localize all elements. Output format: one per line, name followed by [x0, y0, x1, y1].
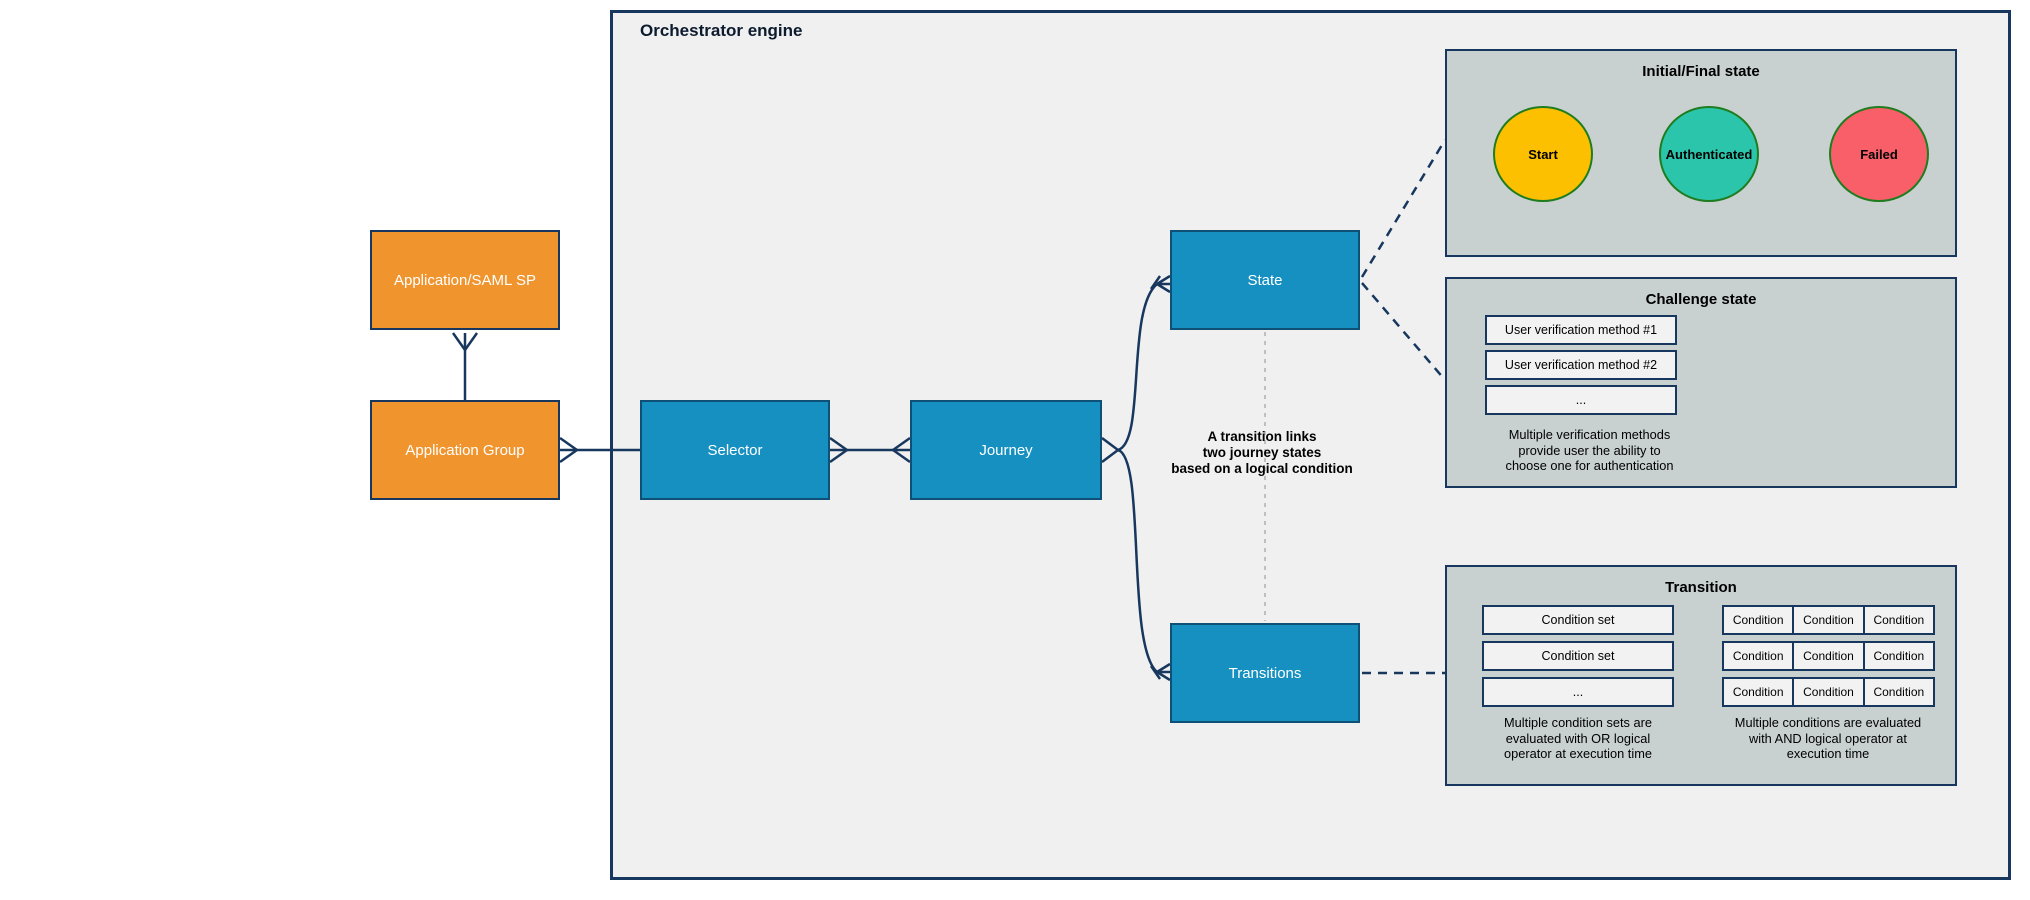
verification-method-box: User verification method #1 — [1485, 315, 1677, 345]
node-selector-label: Selector — [707, 441, 763, 459]
condition-cell: Condition — [1792, 677, 1865, 707]
or-logic-note-line: Multiple condition sets are — [1504, 715, 1652, 730]
state-circle-authenticated: Authenticated — [1659, 106, 1759, 202]
condition-set-box: Condition set — [1482, 605, 1674, 635]
crowfoot-group — [559, 436, 578, 464]
node-journey-label: Journey — [979, 441, 1033, 459]
and-logic-note: Multiple conditions are evaluated with A… — [1709, 715, 1947, 762]
condition-cell: Condition — [1862, 677, 1935, 707]
node-state-label: State — [1247, 271, 1283, 289]
node-transitions: Transitions — [1170, 623, 1360, 723]
panel-initial-final-state: Initial/Final state Start Authenticated … — [1445, 49, 1957, 257]
condition-set-box: Condition set — [1482, 641, 1674, 671]
or-logic-note-line: operator at execution time — [1504, 746, 1652, 761]
state-circle-failed-label: Failed — [1860, 146, 1898, 162]
node-journey: Journey — [910, 400, 1102, 500]
condition-cell: Condition — [1722, 677, 1795, 707]
challenge-note-line: provide user the ability to — [1518, 442, 1661, 458]
condition-cell: Condition — [1792, 605, 1865, 635]
or-logic-note-line: evaluated with OR logical — [1505, 730, 1651, 746]
condition-cell: Condition — [1722, 605, 1795, 635]
or-logic-note: Multiple condition sets are evaluated wi… — [1475, 715, 1681, 762]
transition-annotation: A transition links two journey states ba… — [1112, 429, 1412, 477]
crowfoot-saml — [451, 332, 479, 351]
condition-cell: Condition — [1862, 605, 1935, 635]
panel-challenge-title: Challenge state — [1645, 291, 1757, 308]
annotation-line-2: two journey states — [1202, 445, 1322, 460]
condition-cell: Condition — [1792, 641, 1865, 671]
state-circle-authenticated-label: Authenticated — [1665, 146, 1753, 162]
panel-transition-title: Transition — [1665, 579, 1737, 596]
challenge-note: Multiple verification methods provide us… — [1477, 427, 1702, 474]
and-logic-note-line: with AND logical operator at — [1749, 730, 1907, 746]
challenge-note-line: choose one for authentication — [1505, 458, 1674, 473]
condition-grid-row: Condition Condition Condition — [1722, 677, 1935, 707]
node-transitions-label: Transitions — [1228, 664, 1302, 682]
node-application-saml-sp-label: Application/SAML SP — [393, 271, 537, 289]
condition-set-box: ... — [1482, 677, 1674, 707]
orchestrator-engine-title: Orchestrator engine — [640, 21, 803, 40]
verification-method-stack: User verification method #1 User verific… — [1485, 315, 1677, 420]
node-selector: Selector — [640, 400, 830, 500]
node-state: State — [1170, 230, 1360, 330]
state-circle-start-label: Start — [1528, 146, 1558, 162]
and-logic-note-line: Multiple conditions are evaluated — [1734, 715, 1922, 730]
annotation-line-3: based on a logical condition — [1171, 461, 1353, 476]
condition-grid-row: Condition Condition Condition — [1722, 605, 1935, 635]
annotation-line-1: A transition links — [1207, 429, 1317, 444]
condition-grid-row: Condition Condition Condition — [1722, 641, 1935, 671]
condition-cell: Condition — [1722, 641, 1795, 671]
challenge-note-line: Multiple verification methods — [1508, 427, 1671, 442]
state-circle-start: Start — [1493, 106, 1593, 202]
panel-initial-final-title: Initial/Final state — [1642, 63, 1760, 80]
verification-method-box: ... — [1485, 385, 1677, 415]
state-circle-failed: Failed — [1829, 106, 1929, 202]
condition-set-stack: Condition set Condition set ... — [1482, 605, 1674, 713]
node-application-saml-sp: Application/SAML SP — [370, 230, 560, 330]
verification-method-box: User verification method #2 — [1485, 350, 1677, 380]
and-logic-note-line: execution time — [1786, 746, 1870, 761]
condition-cell: Condition — [1862, 641, 1935, 671]
node-application-group: Application Group — [370, 400, 560, 500]
panel-transition: Transition Condition set Condition set .… — [1445, 565, 1957, 786]
node-application-group-label: Application Group — [405, 441, 525, 459]
condition-grid: Condition Condition Condition Condition … — [1722, 605, 1935, 713]
panel-challenge-state: Challenge state User verification method… — [1445, 277, 1957, 488]
